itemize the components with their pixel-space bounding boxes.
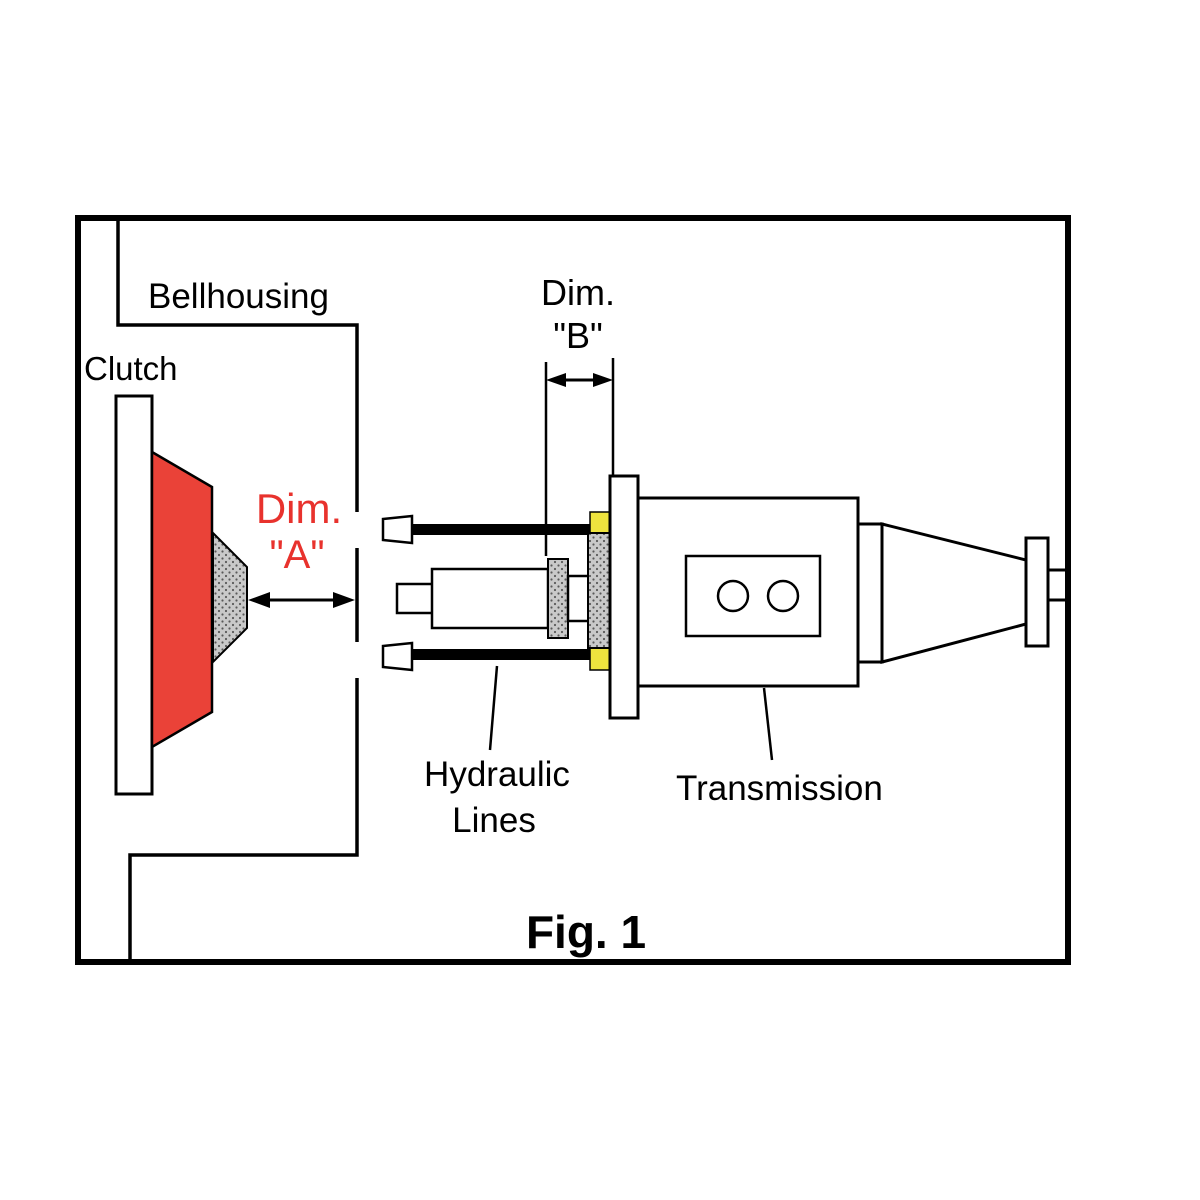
slave-cylinder-collar <box>547 558 569 639</box>
part-labels: Bellhousing Clutch Hydraulic Lines Trans… <box>84 277 883 840</box>
dim-b-label-line1: Dim. <box>541 272 615 313</box>
slave-cylinder-assembly <box>395 532 613 649</box>
hydraulic-fitting-top <box>381 514 414 545</box>
tailhousing-end <box>1024 536 1050 648</box>
clutch-assembly <box>114 394 248 796</box>
dim-b-label-line2: "B" <box>553 315 603 356</box>
dim-b-arrowhead-left <box>546 373 566 387</box>
hydraulic-lines-pointer <box>488 665 499 751</box>
input-shaft-tip <box>395 582 435 615</box>
release-bearing-plate <box>587 532 613 649</box>
dim-a-label-line2: "A" <box>269 533 324 577</box>
hydraulic-port-bottom <box>589 647 611 671</box>
clutch-label: Clutch <box>84 350 178 387</box>
shaft-step <box>566 574 592 623</box>
clutch-diaphragm-spring <box>212 530 248 665</box>
transmission-assembly <box>608 474 1068 720</box>
bellhousing-wall-top <box>116 221 359 512</box>
cover-bolt-hole-left <box>716 579 750 613</box>
bellhousing-outline <box>116 221 359 959</box>
hydraulic-label-line2: Lines <box>452 801 536 840</box>
dim-b-arrowhead-right <box>593 373 613 387</box>
dim-b-annotation: Dim. "B" <box>541 272 615 556</box>
clutch-disc <box>114 394 154 796</box>
dim-a-arrowhead-left <box>248 592 270 608</box>
bellhousing-label: Bellhousing <box>148 277 329 316</box>
hydraulic-label-line1: Hydraulic <box>424 755 570 794</box>
transmission-side-cover <box>684 554 822 638</box>
hydraulic-line-top <box>410 524 594 535</box>
hydraulic-line-bottom <box>410 649 594 660</box>
clutch-pressure-plate <box>150 449 214 750</box>
cover-bolt-hole-right <box>766 579 800 613</box>
hydraulic-port-top <box>589 511 611 535</box>
transmission-pointer <box>762 687 774 761</box>
figure-caption: Fig. 1 <box>526 906 646 958</box>
dim-a-arrowhead-right <box>333 592 355 608</box>
hydraulic-lines-group <box>381 511 611 672</box>
hydraulic-fitting-bottom <box>381 641 414 672</box>
transmission-label: Transmission <box>676 769 883 808</box>
tailhousing-flange <box>856 522 884 664</box>
bellhousing-wall-bottom <box>128 678 359 959</box>
slave-cylinder-body <box>430 567 550 630</box>
dim-a-annotation: Dim. "A" <box>248 485 355 608</box>
dim-a-label-line1: Dim. <box>256 485 342 532</box>
transmission-front-plate <box>608 474 640 720</box>
